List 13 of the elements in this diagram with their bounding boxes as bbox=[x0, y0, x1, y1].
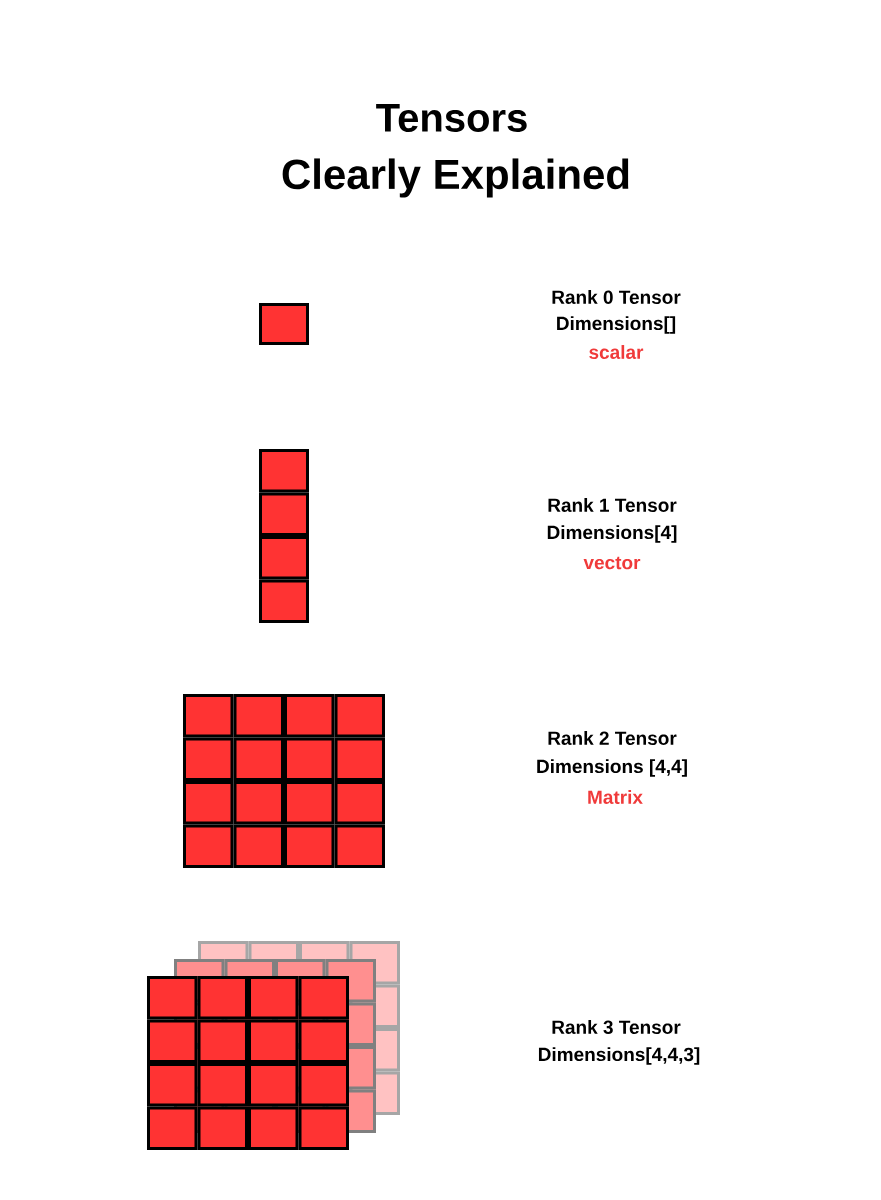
tensor-type-label: scalar bbox=[589, 345, 644, 359]
tensor-label: Dimensions[4] bbox=[547, 525, 677, 543]
tensor-type-label: Matrix bbox=[588, 790, 643, 804]
tensor-label: Rank 3 Tensor bbox=[552, 1020, 681, 1034]
title: Tensors bbox=[376, 104, 527, 132]
tensor-type-label: vector bbox=[583, 556, 641, 570]
tensor-label: Rank 0 Tensor bbox=[552, 290, 681, 304]
subtitle: Clearly Explained bbox=[282, 158, 629, 198]
tensor-label: Dimensions[] bbox=[557, 316, 676, 334]
tensor-label: Dimensions [4,4] bbox=[537, 759, 687, 777]
tensor-label: Rank 2 Tensor bbox=[548, 731, 677, 745]
tensor-label: Rank 1 Tensor bbox=[548, 498, 677, 512]
tensor-label: Dimensions[4,4,3] bbox=[538, 1047, 700, 1065]
